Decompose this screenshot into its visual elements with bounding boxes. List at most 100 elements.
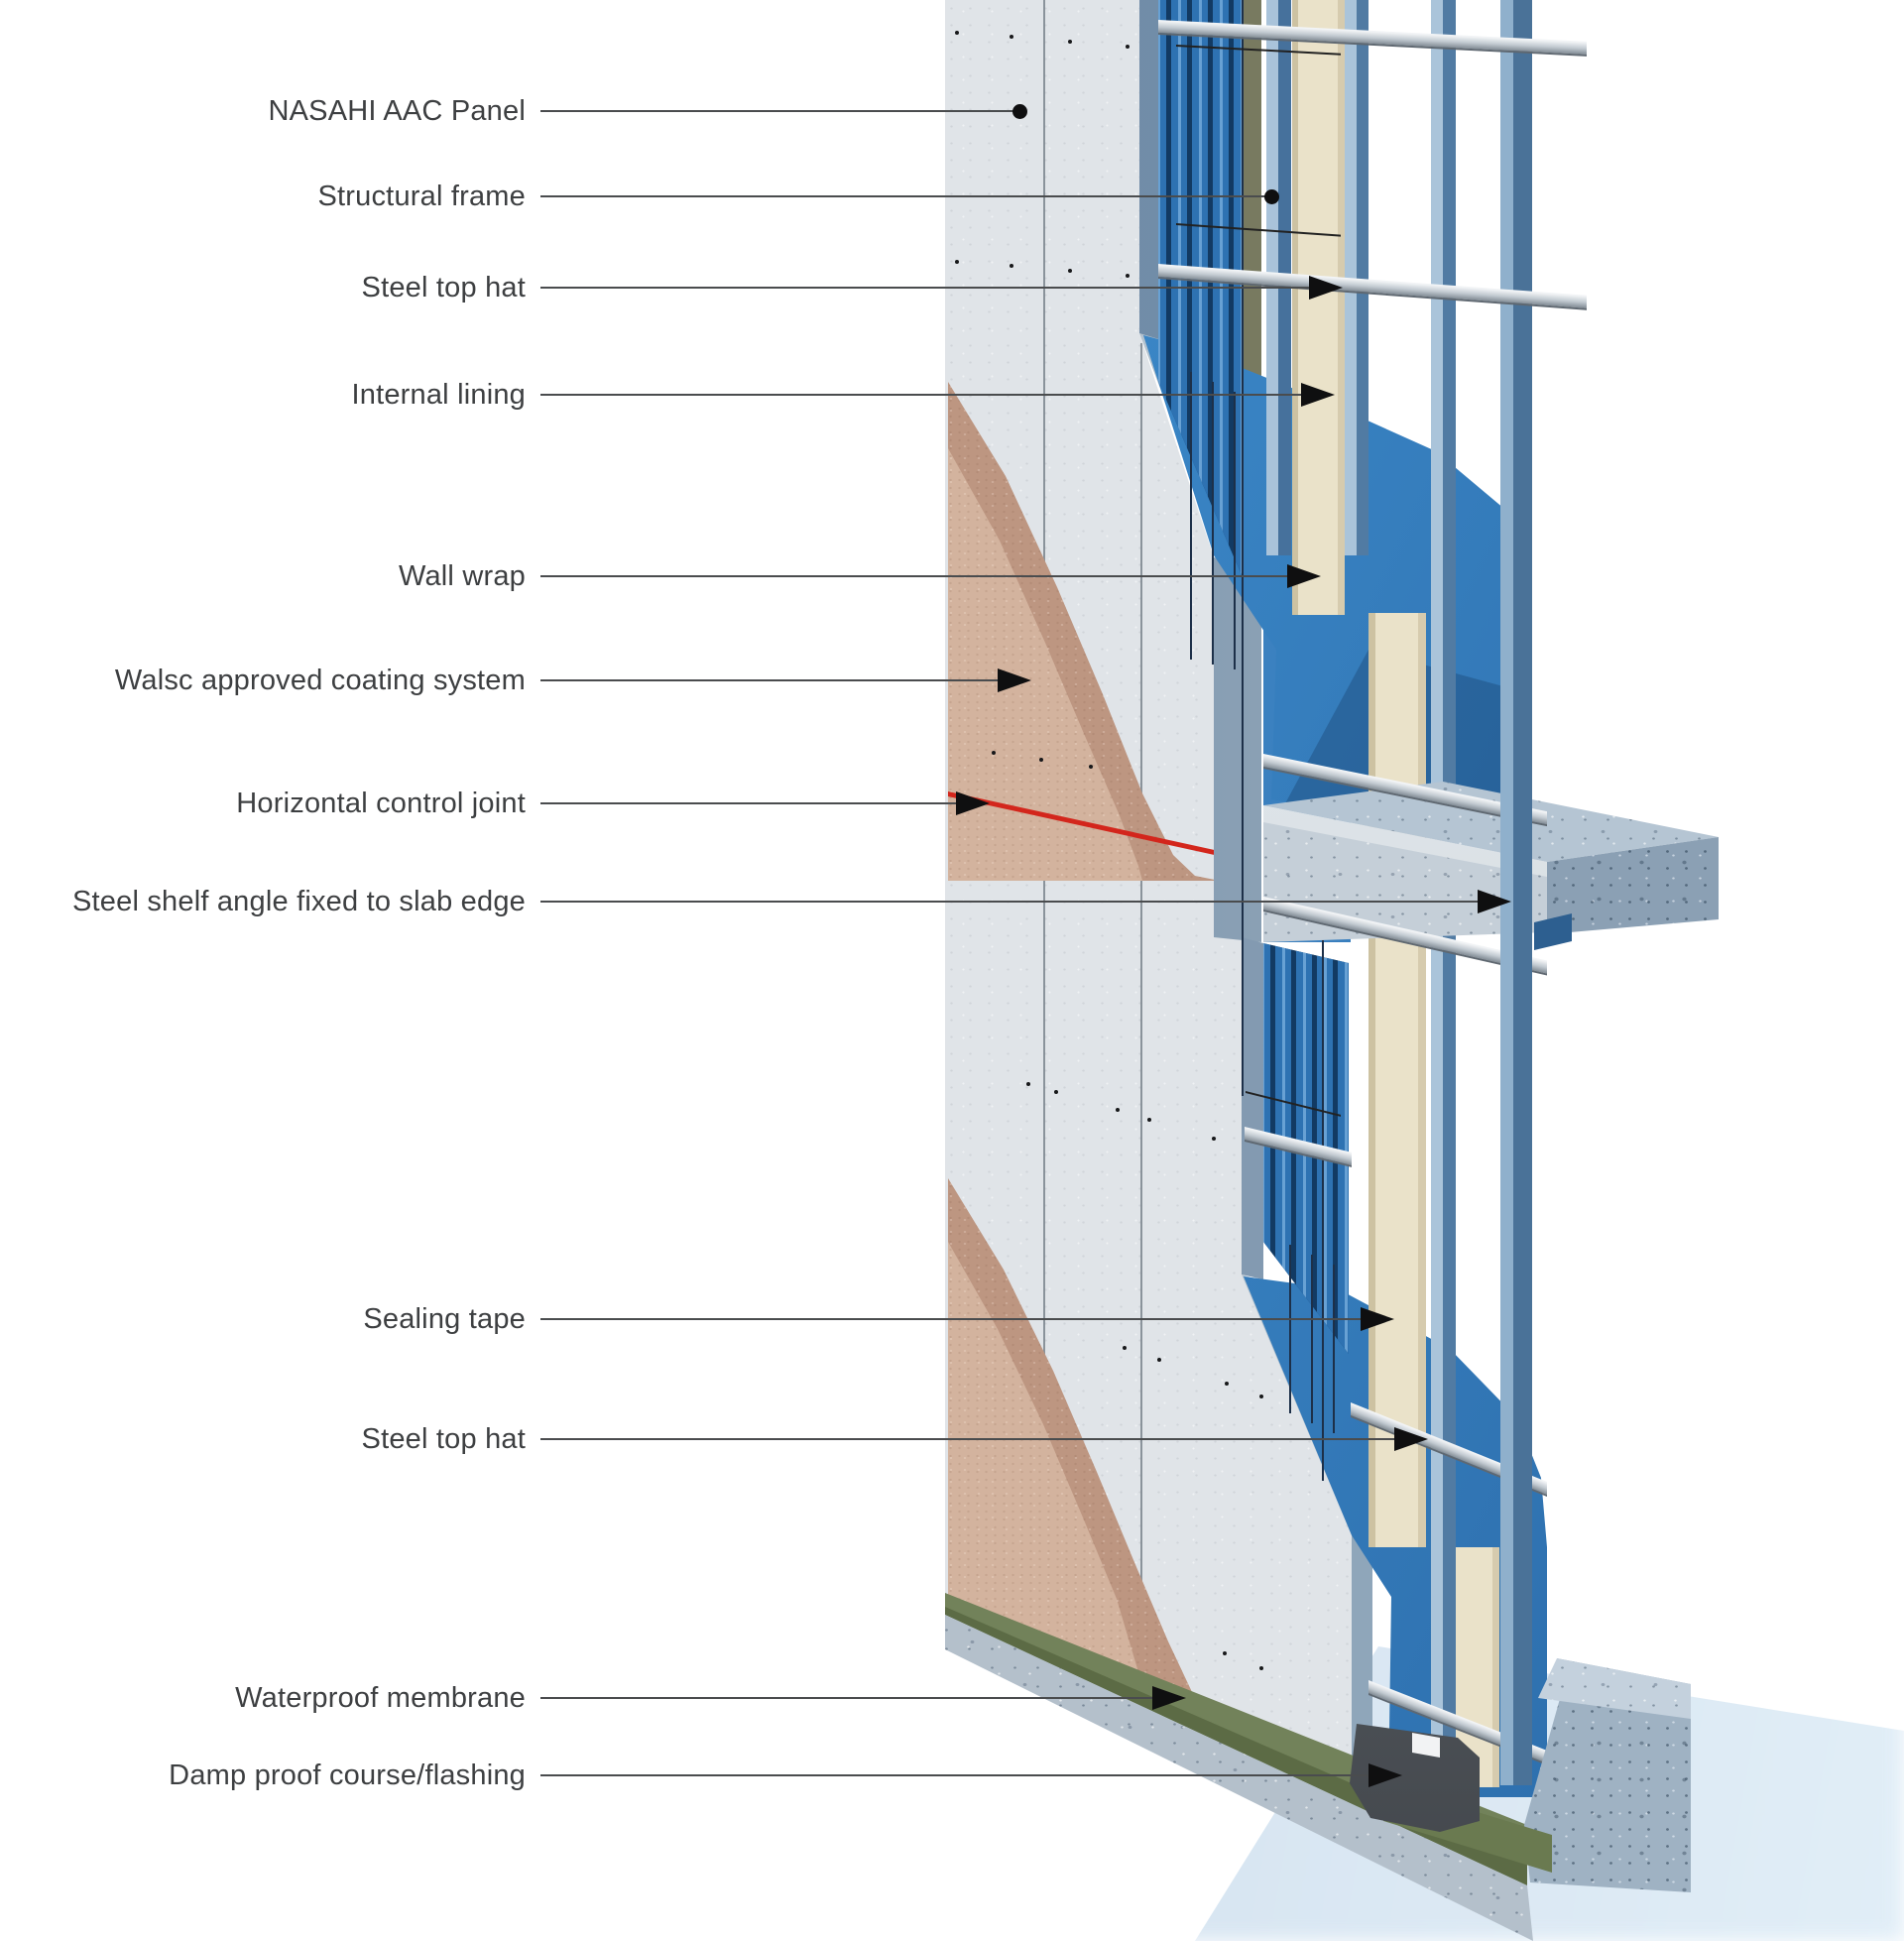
callout-control-joint: Horizontal control joint (0, 784, 990, 823)
steel-top-hat-rail (1263, 897, 1547, 976)
strip-line (1212, 382, 1214, 665)
fixing-dot (1010, 264, 1013, 268)
fixing-dot (1126, 45, 1130, 49)
callout-nasahi-aac-panel: NASAHI AAC Panel (0, 91, 1027, 131)
callout-label: Internal lining (351, 378, 526, 411)
steel-top-hat-rail (1245, 1127, 1352, 1167)
steel-top-hat-rail (1263, 754, 1547, 827)
callout-label: Waterproof membrane (235, 1681, 526, 1714)
fixing-dot (1123, 1346, 1127, 1350)
fixing-dot (1039, 758, 1043, 762)
callout-coating-system: Walsc approved coating system (0, 661, 1031, 700)
fixing-line (1246, 1091, 1341, 1117)
strip-line (1311, 1255, 1313, 1423)
leader-arrow (1394, 1427, 1428, 1451)
fixing-dot (1147, 1118, 1151, 1122)
leader-dot (1012, 103, 1027, 119)
callout-waterproof-membrane: Waterproof membrane (0, 1678, 1186, 1718)
callout-label: Steel top hat (361, 1422, 526, 1455)
fixing-dot (955, 31, 959, 35)
panel-joint-line (1140, 343, 1142, 1671)
callout-label: NASAHI AAC Panel (268, 94, 526, 127)
fixing-dot (1068, 40, 1072, 44)
strip-line (1190, 372, 1192, 660)
callout-structural-frame: Structural frame (0, 177, 1279, 216)
panel-joint-line (1043, 0, 1045, 1633)
fixing-dot (1089, 765, 1093, 769)
fixing-dot (992, 751, 996, 755)
fixing-dot (955, 260, 959, 264)
leader-line (540, 1774, 1368, 1776)
callout-shelf-angle: Steel shelf angle fixed to slab edge (0, 882, 1511, 921)
steel-top-hat-rail (1351, 1402, 1547, 1497)
leader-line (540, 287, 1309, 289)
structural-stud (1431, 932, 1456, 1775)
internal-lining-mid (1368, 613, 1426, 1547)
callout-label: Structural frame (317, 180, 526, 212)
callout-wall-wrap: Wall wrap (0, 556, 1321, 596)
leader-arrow (1368, 1763, 1402, 1787)
leader-line (540, 901, 1478, 903)
leader-dot (1264, 188, 1279, 204)
steel-top-hat-rail (1158, 264, 1587, 310)
fixing-dot (1157, 1358, 1161, 1362)
structural-stud (1345, 0, 1368, 555)
callout-label: Wall wrap (398, 559, 526, 592)
callout-internal-lining: Internal lining (0, 375, 1335, 415)
leader-line (540, 1697, 1152, 1699)
fixing-dot (1054, 1090, 1058, 1094)
callout-steel-top-hat-upper: Steel top hat (0, 268, 1343, 307)
callout-damp-proof-course: Damp proof course/flashing (0, 1756, 1402, 1795)
callout-label: Sealing tape (363, 1302, 526, 1335)
leader-arrow (956, 791, 990, 815)
leader-arrow (1478, 890, 1511, 913)
leader-arrow (1152, 1686, 1186, 1710)
fixing-dot (1212, 1137, 1216, 1141)
callout-label: Horizontal control joint (236, 787, 526, 819)
fixing-dot (1225, 1382, 1229, 1386)
fixing-dot (1010, 35, 1013, 39)
structural-stud-front (1500, 0, 1532, 1785)
leader-arrow (998, 668, 1031, 692)
strip-line (1333, 1265, 1335, 1433)
callout-label: Walsc approved coating system (114, 664, 526, 696)
callout-label: Steel shelf angle fixed to slab edge (71, 885, 526, 917)
callout-label: Damp proof course/flashing (169, 1759, 526, 1791)
fixing-line (1176, 223, 1341, 237)
fixing-dot (1126, 274, 1130, 278)
callout-sealing-tape: Sealing tape (0, 1299, 1394, 1339)
strip-line (1289, 1245, 1291, 1413)
fixing-cable (1242, 0, 1244, 1096)
callout-steel-top-hat-lower: Steel top hat (0, 1419, 1428, 1459)
steel-top-hat-rail (1158, 20, 1587, 57)
